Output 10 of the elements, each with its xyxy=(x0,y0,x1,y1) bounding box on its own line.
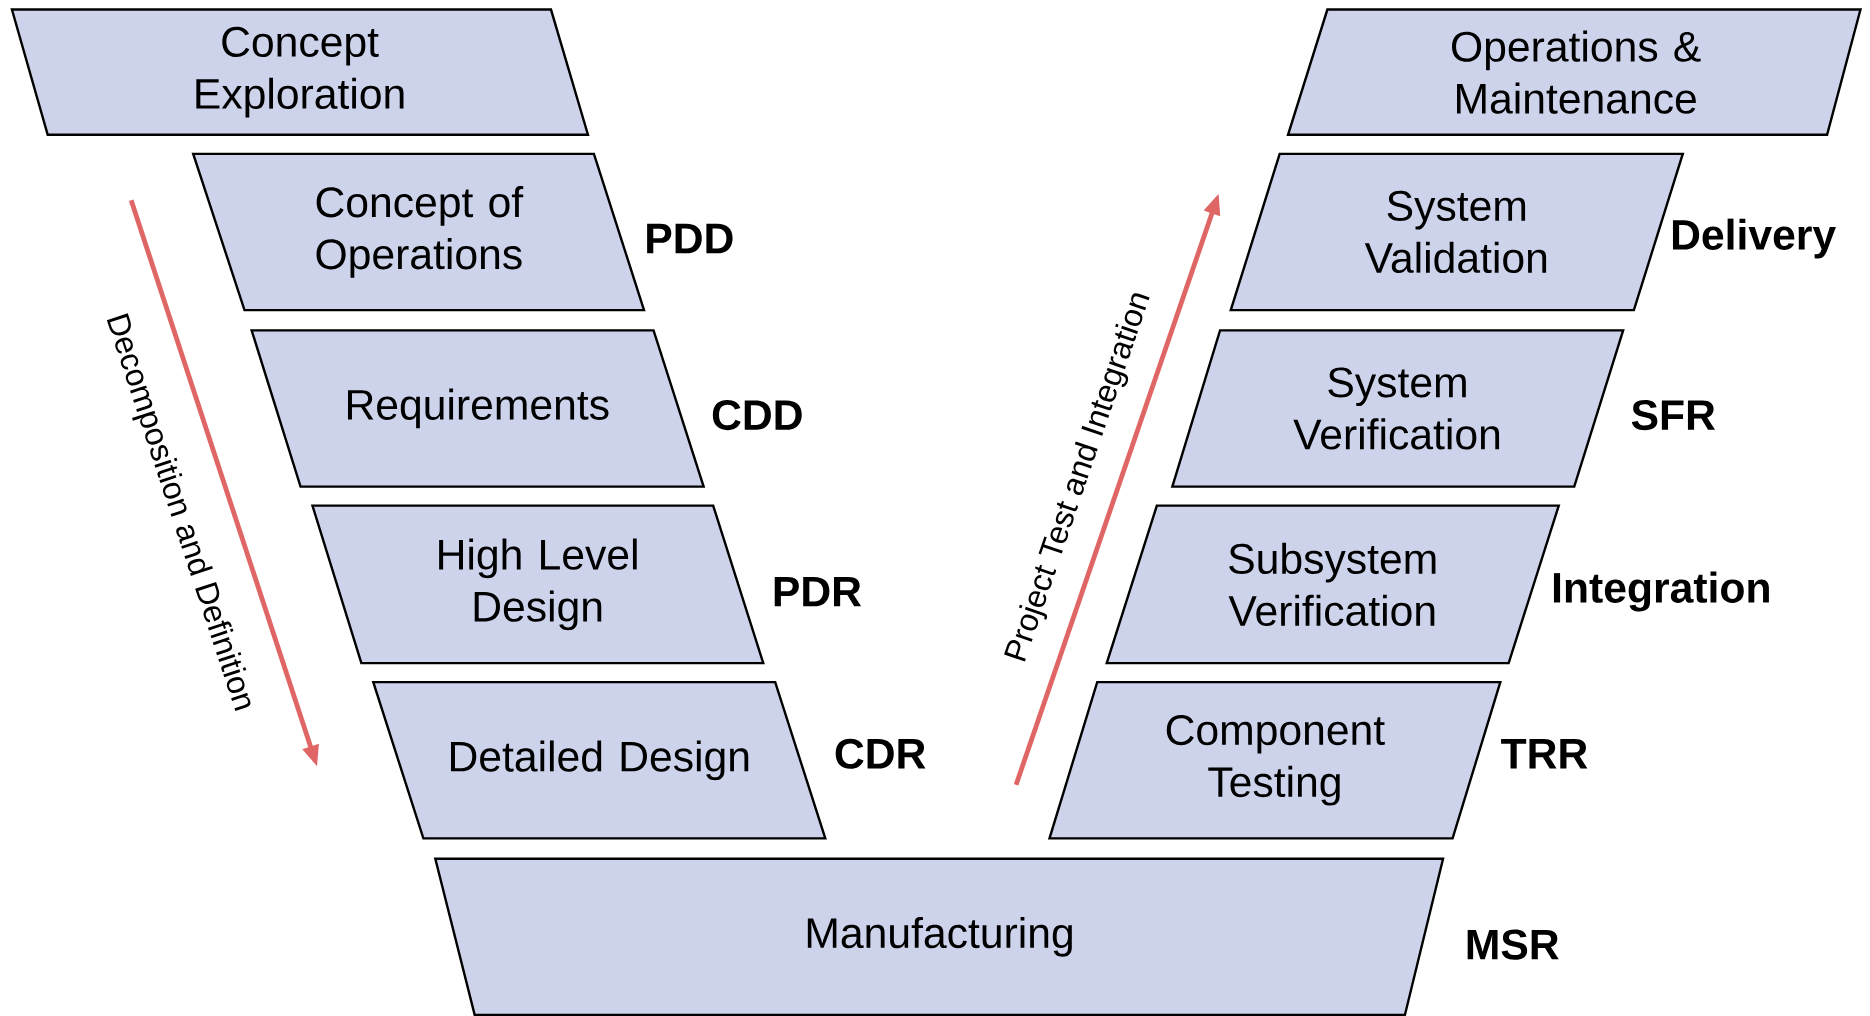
milestone-label: SFR xyxy=(1631,399,1715,431)
milestone-label: CDR xyxy=(835,738,926,769)
milestone-label: TRR xyxy=(1501,739,1588,769)
milestone-label: PDD xyxy=(647,223,733,254)
process-box: Concept Exploration xyxy=(10,8,590,136)
process-box: Requirements xyxy=(250,329,706,488)
milestone-label: MSR xyxy=(1467,929,1559,960)
process-box: Operations & Maintenance xyxy=(1286,8,1863,136)
milestone-label: CDD xyxy=(712,399,802,431)
milestone-label: PDR xyxy=(774,576,862,607)
